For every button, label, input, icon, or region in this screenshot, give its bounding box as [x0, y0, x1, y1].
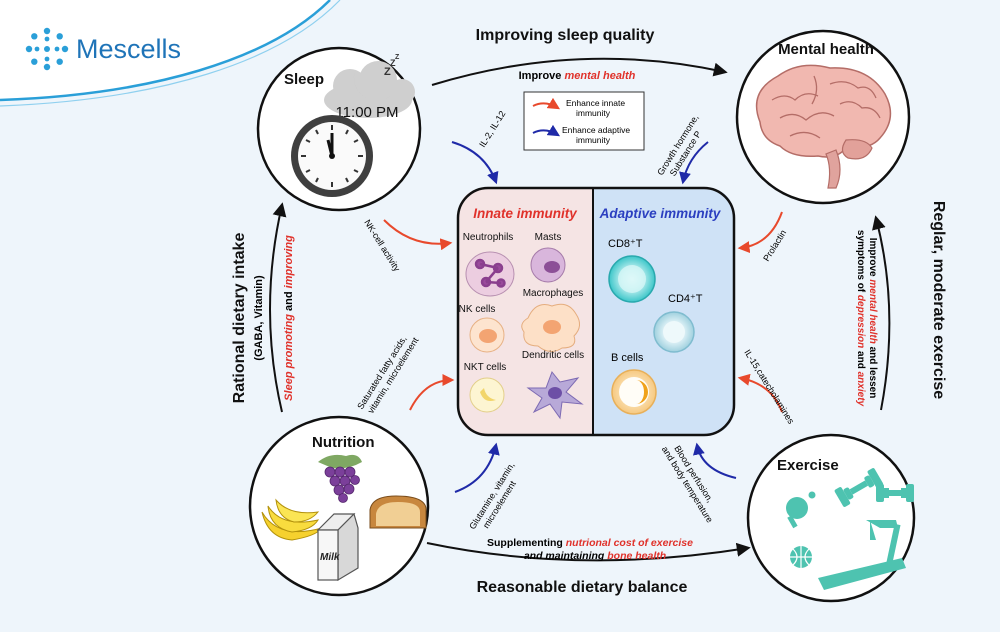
svg-text:Dendritic cells: Dendritic cells — [522, 350, 584, 361]
innate-title: Innate immunity — [473, 206, 578, 221]
svg-text:(GABA, Vitamin): (GABA, Vitamin) — [253, 275, 265, 361]
mast-cell — [530, 247, 566, 283]
svg-text:Z: Z — [390, 58, 396, 68]
treadmill-icon — [818, 520, 906, 590]
svg-text:Prolactin: Prolactin — [761, 228, 788, 263]
nutrition-innate-arrow: Saturated fatty acids, vitamin, microele… — [355, 334, 455, 415]
svg-text:Sleep: Sleep — [284, 71, 324, 88]
svg-text:Exercise: Exercise — [777, 457, 839, 474]
nk-cell — [469, 317, 505, 353]
exercise-innate-arrow: IL-15,catecholamines — [737, 348, 796, 426]
svg-text:Mental health: Mental health — [778, 41, 874, 58]
brand-name: Mescells — [76, 33, 182, 64]
milk-carton-icon: Milk — [316, 512, 359, 582]
svg-text:NK cells: NK cells — [459, 304, 496, 315]
sleep-adaptive-arrow: IL-2, IL-12 — [451, 109, 507, 185]
svg-text:Reglar, moderate exercise: Reglar, moderate exercise — [930, 201, 947, 399]
edge-nutrition-exercise: Supplementing nutrional cost of exercise… — [426, 537, 751, 596]
svg-text:Improve mental health: Improve mental health — [519, 70, 636, 82]
svg-text:NK-cell activity: NK-cell activity — [362, 218, 402, 274]
svg-text:Enhance adaptive: Enhance adaptive — [562, 125, 630, 135]
dumbbell-icon — [834, 468, 914, 507]
grapes-icon — [318, 454, 362, 503]
brain-icon — [755, 64, 892, 189]
svg-text:Neutrophils: Neutrophils — [463, 232, 514, 243]
neutrophil-cell — [465, 251, 515, 297]
svg-text:immunity: immunity — [576, 135, 611, 145]
cloud-icon — [324, 61, 415, 118]
svg-text:Supplementing nutrional cost o: Supplementing nutrional cost of exercise — [487, 537, 693, 549]
basketball-icon — [790, 546, 812, 568]
clock-icon — [291, 115, 373, 197]
svg-text:and maintaining bone health: and maintaining bone health — [524, 550, 666, 562]
nutrition-adaptive-arrow: Glutamine, vitamin, microelement — [454, 442, 518, 531]
exercise-adaptive-arrow: Blood perfusion, and body temperature — [660, 442, 737, 524]
exercise-node[interactable]: Exercise — [746, 433, 916, 603]
svg-text:IL-2, IL-12: IL-2, IL-12 — [477, 109, 507, 149]
svg-text:Improve mental health and less: Improve mental health and lessen — [867, 238, 878, 399]
nutrition-node[interactable]: Nutrition Milk — [248, 415, 430, 597]
mental-innate-arrow: Prolactin — [737, 211, 788, 263]
svg-text:Macrophages: Macrophages — [523, 288, 584, 299]
svg-text:CD4⁺T: CD4⁺T — [668, 293, 703, 305]
zzz-icon: Z Z Z — [384, 54, 400, 78]
svg-text:CD8⁺T: CD8⁺T — [608, 238, 643, 250]
edge-nutrition-sleep: Rational dietary intake (GABA, Vitamin) … — [231, 202, 295, 413]
svg-text:Z: Z — [384, 66, 391, 78]
nkt-cell — [469, 377, 505, 413]
edge-sleep-mental: Improving sleep quality Improve mental h… — [431, 27, 728, 86]
b-cell — [611, 369, 657, 415]
brand-logo[interactable]: Mescells — [24, 26, 181, 72]
cd8-t-cell — [608, 255, 656, 303]
banana-icon — [261, 498, 324, 541]
cd4-t-cell — [653, 311, 695, 353]
svg-text:symptoms of depression and anx: symptoms of depression and anxiety — [855, 230, 866, 407]
macrophage-cell — [521, 303, 580, 352]
svg-text:Masts: Masts — [535, 232, 562, 243]
svg-text:Improving sleep quality: Improving sleep quality — [476, 27, 655, 44]
svg-text:Nutrition: Nutrition — [312, 434, 374, 451]
svg-text:Sleep promoting and improving: Sleep promoting and improving — [283, 235, 295, 401]
brand-mark-icon — [25, 27, 69, 71]
svg-text:B cells: B cells — [611, 352, 644, 364]
svg-text:IL-15,catecholamines: IL-15,catecholamines — [742, 348, 796, 426]
mental-adaptive-arrow: Growth hormone, Substance P — [655, 113, 709, 185]
svg-text:Milk: Milk — [320, 552, 340, 563]
adaptive-title: Adaptive immunity — [599, 206, 722, 221]
svg-text:Z: Z — [395, 54, 400, 61]
legend: Enhance innate immunity Enhance adaptive… — [523, 91, 645, 151]
sleep-node[interactable]: Sleep Z Z Z 11:00 PM — [256, 46, 422, 212]
mental-health-node[interactable]: Mental health — [735, 29, 911, 205]
sleep-innate-arrow: NK-cell activity — [362, 218, 453, 274]
bread-icon — [369, 495, 427, 529]
edge-exercise-mental: Reglar, moderate exercise Improve mental… — [855, 201, 947, 411]
svg-text:Enhance innate: Enhance innate — [566, 98, 625, 108]
svg-text:11:00 PM: 11:00 PM — [335, 104, 398, 121]
dendritic-cell — [526, 371, 584, 420]
ping-pong-icon — [786, 491, 816, 529]
svg-text:Reasonable dietary balance: Reasonable dietary balance — [477, 579, 688, 596]
svg-text:immunity: immunity — [576, 108, 611, 118]
svg-text:Rational dietary intake: Rational dietary intake — [231, 233, 248, 404]
immunity-box: Innate immunity Adaptive immunity Neutro… — [456, 186, 736, 437]
svg-text:NKT cells: NKT cells — [464, 362, 507, 373]
